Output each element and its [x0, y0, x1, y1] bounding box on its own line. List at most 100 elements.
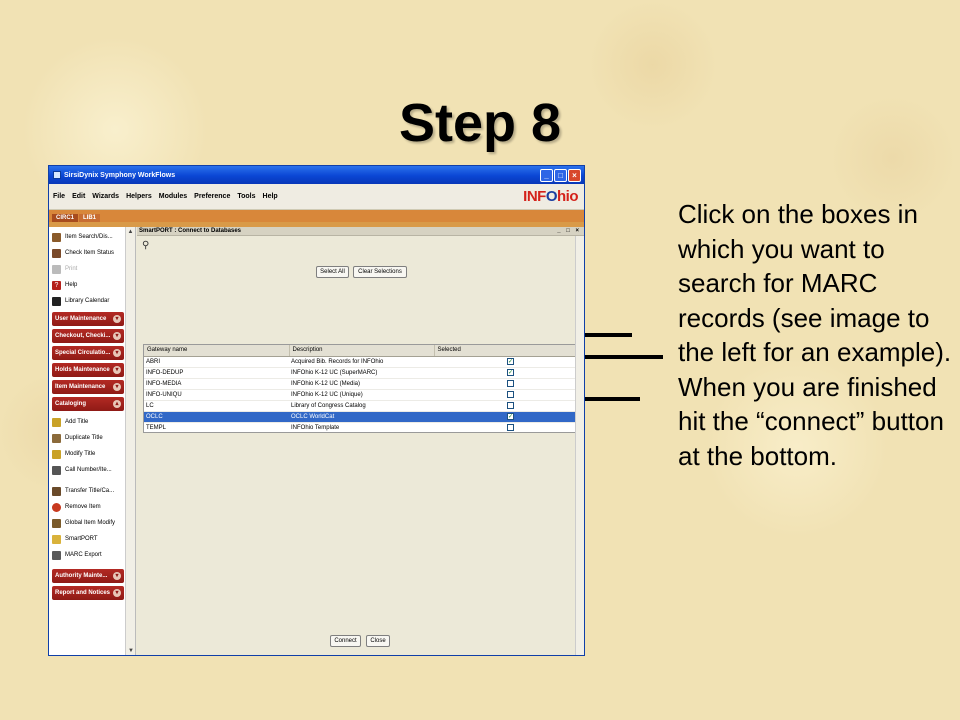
menu-file[interactable]: File [53, 193, 66, 200]
sidebar-group-cataloging[interactable]: Cataloging▴ [52, 397, 124, 411]
chevron-down-icon: ▾ [113, 349, 121, 357]
sidebar-item-remove-item[interactable]: Remove Item [52, 499, 124, 515]
sidebar-item-add-title[interactable]: Add Title [52, 414, 124, 430]
panel-title: SmartPORT : Connect to Databases [139, 228, 242, 234]
add-title-icon [52, 417, 61, 427]
chevron-down-icon: ▾ [113, 589, 121, 597]
gateway-name-cell: TEMPL [144, 422, 289, 432]
table-row[interactable]: OCLC OCLC WorldCat ✓ [144, 411, 578, 423]
table-row[interactable]: INFO-MEDIA INFOhio K-12 UC (Media) [144, 378, 578, 390]
selected-cell: ✓ [434, 356, 578, 368]
tab-circ1[interactable]: CIRC1 [52, 214, 79, 222]
header-selected[interactable]: Selected [434, 345, 578, 357]
checkbox-info-uniqu[interactable] [507, 390, 514, 398]
close-panel-button[interactable]: Close [366, 635, 390, 647]
sidebar-item-check-status[interactable]: Check Item Status [52, 245, 124, 261]
sidebar-item-global-item-modify[interactable]: Global Item Modify [52, 515, 124, 531]
help-icon: ? [52, 280, 61, 290]
sidebar: Item Search/Dis... Check Item Status Pri… [49, 227, 136, 655]
description-cell: Library of Congress Catalog [289, 400, 434, 412]
sidebar-item-help[interactable]: ?Help [52, 277, 124, 293]
description-cell: Acquired Bib. Records for INFOhio [289, 356, 434, 368]
maximize-button[interactable]: □ [554, 168, 567, 182]
header-gateway-name[interactable]: Gateway name [144, 345, 290, 357]
instructions-text: Click on the boxes in which you want to … [678, 199, 952, 471]
clear-selections-button[interactable]: Clear Selections [353, 266, 407, 278]
menu-edit[interactable]: Edit [72, 193, 86, 200]
global-item-modify-icon [52, 518, 61, 528]
menu-wizards[interactable]: Wizards [92, 193, 120, 200]
binoculars-icon: ⚲ [142, 240, 150, 251]
sidebar-group-holds-maintenance[interactable]: Holds Maintenance▾ [52, 363, 124, 377]
gateway-name-cell: INFO-MEDIA [144, 378, 289, 390]
sidebar-group-authority-maintenance[interactable]: Authority Mainte...▾ [52, 569, 124, 583]
checkbox-templ[interactable] [507, 423, 514, 431]
sidebar-item-marc-export[interactable]: MARC Export [52, 547, 124, 563]
panel-scrollbar[interactable] [575, 236, 584, 655]
window-title: SirsiDynix Symphony WorkFlows [64, 171, 176, 179]
sidebar-item-item-search[interactable]: Item Search/Dis... [52, 229, 124, 245]
selected-cell [434, 400, 578, 412]
smartport-panel: SmartPORT : Connect to Databases _ □ × ⚲… [137, 227, 584, 655]
checkbox-info-media[interactable] [507, 379, 514, 387]
checkbox-lc[interactable] [507, 401, 514, 409]
sidebar-group-checkout[interactable]: Checkout, Checki...▾ [52, 329, 124, 343]
minimize-button[interactable]: _ [540, 168, 553, 182]
description-cell: OCLC WorldCat [289, 411, 434, 423]
app-window: SirsiDynix Symphony WorkFlows _ □ × File… [48, 165, 585, 656]
checkbox-oclc[interactable]: ✓ [507, 412, 514, 420]
scroll-down-icon[interactable]: ▼ [128, 648, 134, 654]
checkbox-abri[interactable]: ✓ [507, 357, 514, 365]
table-header-row: Gateway name Description Selected [144, 345, 578, 357]
workspace: Item Search/Dis... Check Item Status Pri… [49, 227, 584, 655]
connect-button[interactable]: Connect [330, 635, 361, 647]
chevron-up-icon: ▴ [113, 400, 121, 408]
marc-export-icon [52, 550, 61, 560]
sidebar-group-user-maintenance[interactable]: User Maintenance▾ [52, 312, 124, 326]
selected-cell: ✓ [434, 411, 578, 423]
sidebar-group-special-circulation[interactable]: Special Circulatio...▾ [52, 346, 124, 360]
selected-cell [434, 389, 578, 401]
scroll-up-icon[interactable]: ▲ [127, 229, 134, 235]
sidebar-item-smartport[interactable]: SmartPORT [52, 531, 124, 547]
menu-help[interactable]: Help [262, 193, 278, 200]
menu-preference[interactable]: Preference [194, 193, 231, 200]
sidebar-item-duplicate-title[interactable]: Duplicate Title [52, 430, 124, 446]
sidebar-item-transfer-title[interactable]: Transfer Title/Ca... [52, 483, 124, 499]
table-row[interactable]: LC Library of Congress Catalog [144, 400, 578, 412]
item-search-icon [52, 232, 61, 242]
close-button[interactable]: × [568, 168, 581, 182]
chevron-down-icon: ▾ [113, 366, 121, 374]
sidebar-scrollbar[interactable]: ▲ ▼ [125, 227, 135, 655]
chevron-down-icon: ▾ [113, 383, 121, 391]
sidebar-item-print[interactable]: Print [52, 261, 124, 277]
gateway-name-cell: ABRI [144, 356, 289, 368]
table-row[interactable]: TEMPL INFOhio Template [144, 422, 578, 432]
table-row[interactable]: INFO-UNIQU INFOhio K-12 UC (Unique) [144, 389, 578, 401]
menu-modules[interactable]: Modules [158, 193, 188, 200]
panel-window-controls[interactable]: _ □ × [557, 228, 581, 234]
sidebar-group-report-and-notices[interactable]: Report and Notices▾ [52, 586, 124, 600]
select-all-button[interactable]: Select All [316, 266, 349, 278]
checkbox-info-dedup[interactable]: ✓ [507, 368, 514, 376]
table-row[interactable]: ABRI Acquired Bib. Records for INFOhio ✓ [144, 356, 578, 368]
sidebar-list: Item Search/Dis... Check Item Status Pri… [52, 229, 124, 603]
check-status-icon [52, 248, 61, 258]
menu-helpers[interactable]: Helpers [126, 193, 152, 200]
sidebar-item-call-number[interactable]: Call Number/Ite... [52, 462, 124, 478]
tab-lib1[interactable]: LIB1 [79, 214, 101, 222]
window-titlebar[interactable]: SirsiDynix Symphony WorkFlows _ □ × [49, 166, 584, 184]
toolbar-strip [49, 222, 584, 227]
slide-title: Step 8 [398, 93, 562, 153]
table-row[interactable]: INFO-DEDUP INFOhio K-12 UC (SuperMARC) ✓ [144, 367, 578, 379]
duplicate-title-icon [52, 433, 61, 443]
gateway-name-cell: INFO-DEDUP [144, 367, 289, 379]
sidebar-item-modify-title[interactable]: Modify Title [52, 446, 124, 462]
selected-cell: ✓ [434, 367, 578, 379]
chevron-down-icon: ▾ [113, 572, 121, 580]
sidebar-group-item-maintenance[interactable]: Item Maintenance▾ [52, 380, 124, 394]
header-description[interactable]: Description [289, 345, 435, 357]
sidebar-item-library-calendar[interactable]: Library Calendar [52, 293, 124, 309]
menu-tools[interactable]: Tools [237, 193, 256, 200]
chevron-down-icon: ▾ [113, 332, 121, 340]
